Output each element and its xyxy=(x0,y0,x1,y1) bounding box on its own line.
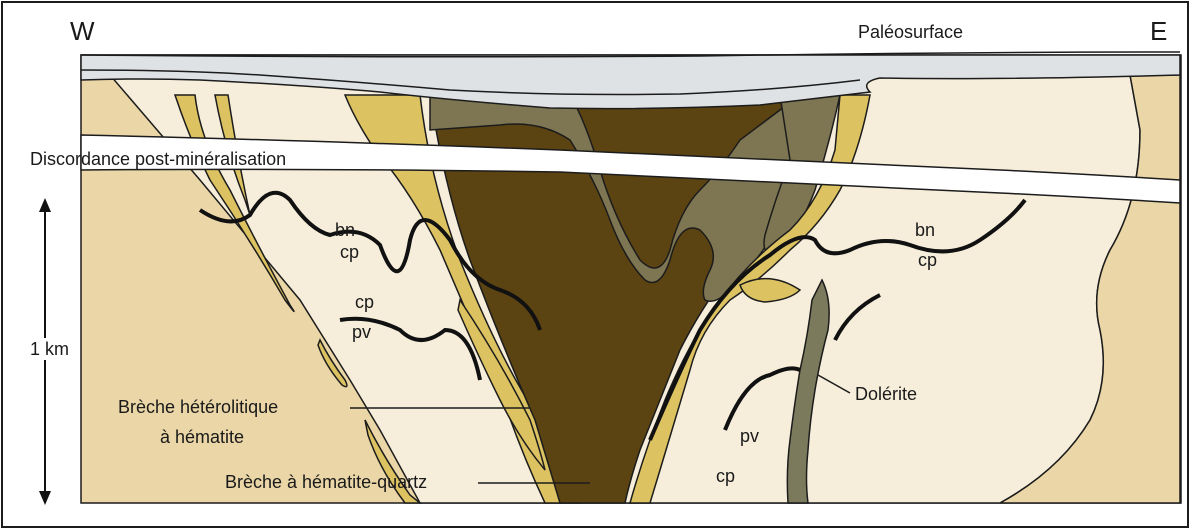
heterolithic-breccia-label-line1: Brèche hétérolitique xyxy=(118,397,278,417)
zone-label-cp-east: cp xyxy=(918,250,937,270)
dolerite-label: Dolérite xyxy=(855,384,917,404)
zone-label-bn-west: bn xyxy=(335,220,355,240)
zone-label-cp-east-lower: cp xyxy=(716,466,735,486)
scale-bar-label: 1 km xyxy=(30,339,69,359)
unconformity-label: Discordance post-minéralisation xyxy=(30,149,286,169)
east-label: E xyxy=(1150,16,1167,46)
hematite-quartz-breccia-label: Brèche à hématite-quartz xyxy=(225,472,427,492)
paleosurface-label: Paléosurface xyxy=(858,22,963,42)
zone-label-bn-east: bn xyxy=(915,220,935,240)
zone-label-pv-west: pv xyxy=(352,322,371,342)
zone-label-cp-west-lower: cp xyxy=(355,292,374,312)
zone-label-cp-west: cp xyxy=(340,242,359,262)
zone-label-pv-east: pv xyxy=(740,426,759,446)
west-label: W xyxy=(70,16,95,46)
heterolithic-breccia-label-line2: à hématite xyxy=(160,427,244,447)
